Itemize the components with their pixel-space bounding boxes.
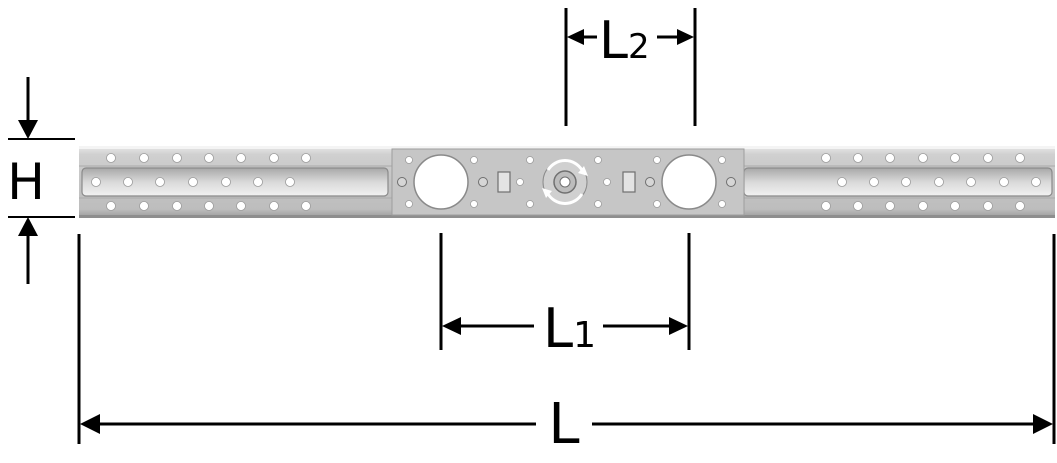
l1-label-sub: 1 — [573, 315, 596, 356]
left-hole-pattern — [91, 153, 311, 211]
left-mounting-hole — [413, 154, 469, 210]
l1-dimension — [439, 233, 691, 350]
center-fitting — [542, 159, 588, 205]
length-dimension — [77, 234, 1056, 444]
right-hole-pattern — [821, 153, 1041, 211]
l2-label-sub: 2 — [628, 27, 650, 67]
height-label: H — [7, 153, 45, 211]
l1-label-main: L — [543, 297, 573, 360]
right-square-slot — [622, 171, 636, 193]
l2-dimension — [564, 8, 697, 126]
l2-label: L2 — [599, 11, 650, 71]
right-mounting-hole — [661, 154, 717, 210]
rivets — [397, 177, 736, 187]
l2-label-main: L — [599, 11, 628, 71]
height-dimension — [8, 77, 75, 284]
length-label: L — [548, 392, 579, 457]
bracket-top-edge — [79, 146, 1055, 149]
mounting-bracket — [79, 146, 1055, 218]
left-square-slot — [497, 171, 511, 193]
l1-label: L1 — [543, 297, 596, 360]
left-slide-channel — [81, 167, 389, 197]
center-small-holes — [405, 156, 726, 208]
bracket-bottom-edge — [79, 215, 1055, 218]
